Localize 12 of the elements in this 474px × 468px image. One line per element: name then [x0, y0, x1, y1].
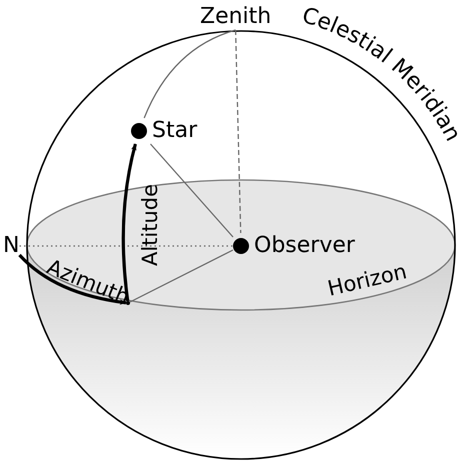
junction-point	[126, 301, 130, 305]
connector-line	[150, 144, 234, 238]
connector-line	[122, 143, 137, 302]
connector-line	[144, 29, 236, 118]
point-label: Zenith	[200, 4, 272, 30]
connector-line	[235, 30, 242, 234]
connector-line	[20, 245, 233, 247]
point-label: N	[3, 233, 20, 259]
connector-line	[18, 254, 127, 305]
horizon-label: Horizon	[325, 259, 409, 301]
altitude-label: Altitude	[138, 184, 162, 266]
connector-line	[130, 249, 234, 303]
